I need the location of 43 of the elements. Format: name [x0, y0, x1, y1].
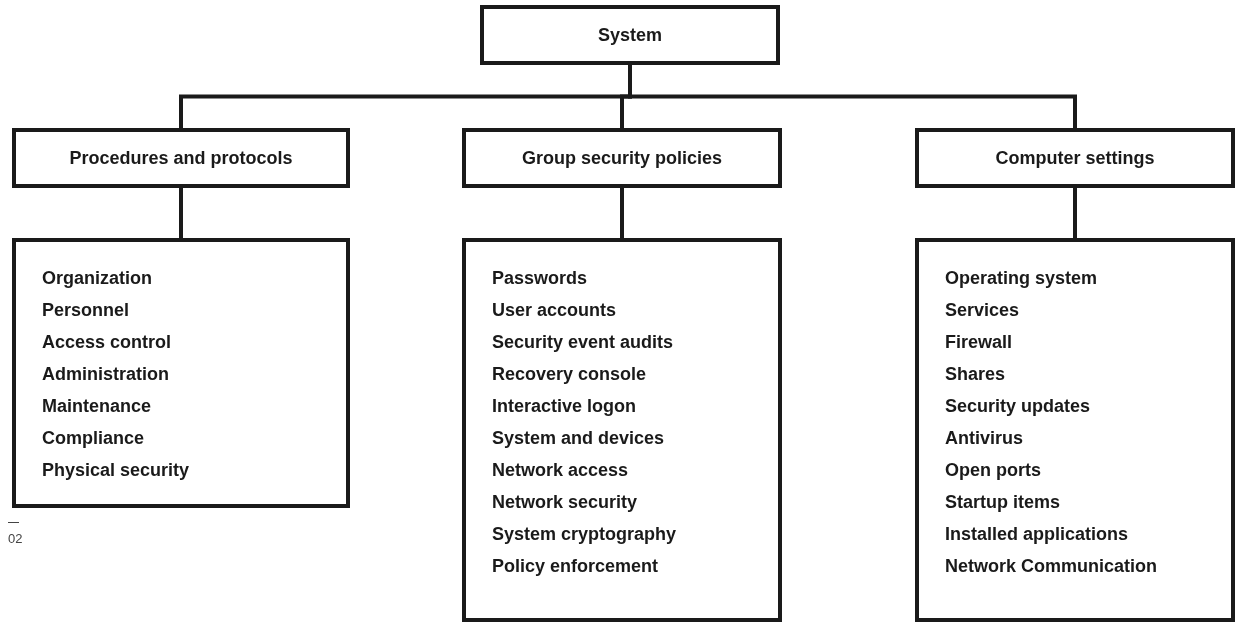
list-item: Recovery console — [492, 363, 647, 386]
box-title: Procedures and protocols — [69, 147, 293, 170]
category-box — [462, 128, 782, 188]
list-item: Administration — [42, 363, 169, 386]
category-box — [480, 5, 780, 65]
list-item: Installed applications — [945, 523, 1129, 546]
box-title: System — [597, 24, 662, 47]
list-item: Maintenance — [42, 395, 152, 418]
connector-line — [179, 188, 183, 238]
connector-line — [620, 188, 624, 238]
list-item: Startup items — [945, 491, 1061, 514]
list-item: Passwords — [492, 267, 588, 290]
box-title: Computer settings — [995, 147, 1155, 170]
figure-number: 02 — [8, 531, 23, 546]
connector-line — [628, 65, 1077, 128]
list-item: User accounts — [492, 299, 617, 322]
list-item: Physical security — [42, 459, 190, 482]
connector-line — [1073, 188, 1077, 238]
list-item: Open ports — [945, 459, 1041, 482]
list-item: Security event audits — [492, 331, 674, 354]
list-item: System and devices — [492, 427, 665, 450]
list-item: Organization — [42, 267, 152, 290]
list-item: Policy enforcement — [492, 555, 659, 578]
list-item: Compliance — [42, 427, 145, 450]
list-item: Personnel — [42, 299, 130, 322]
list-item: Network security — [492, 491, 638, 514]
list-item: Interactive logon — [492, 395, 637, 418]
list-item: Network access — [492, 459, 629, 482]
list-item: Network Communication — [945, 555, 1158, 578]
item-list-box — [462, 238, 782, 622]
list-item: Antivirus — [945, 427, 1023, 450]
category-box — [915, 128, 1235, 188]
list-item: Access control — [42, 331, 172, 354]
category-box — [12, 128, 350, 188]
list-item: Firewall — [945, 331, 1013, 354]
list-item: System cryptography — [492, 523, 677, 546]
box-title: Group security policies — [521, 147, 723, 170]
list-item: Operating system — [945, 267, 1098, 290]
list-item: Security updates — [945, 395, 1091, 418]
list-item: Services — [945, 299, 1020, 322]
item-list-box — [12, 238, 350, 508]
item-list-box — [915, 238, 1235, 622]
list-item: Shares — [945, 363, 1006, 386]
